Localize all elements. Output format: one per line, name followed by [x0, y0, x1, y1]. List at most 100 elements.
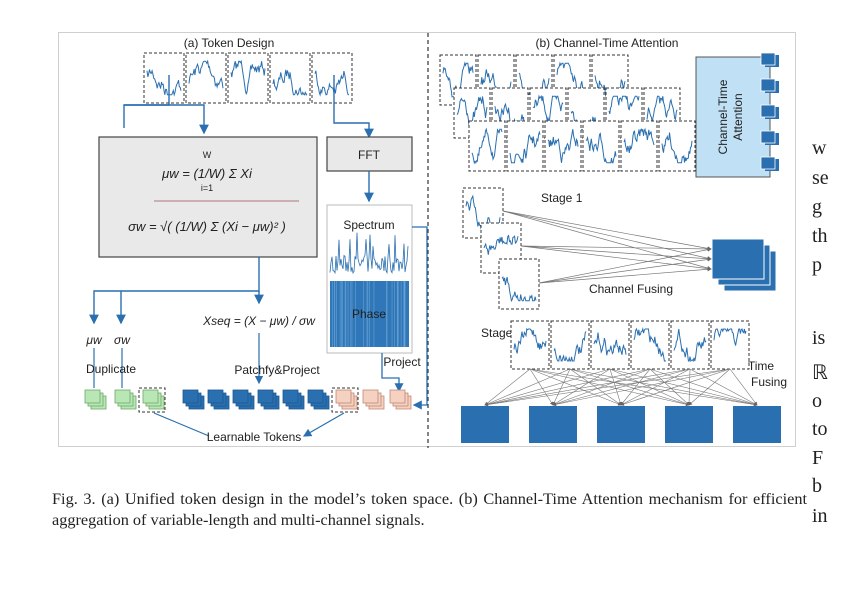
patchify-label: Patchfy&Project — [234, 363, 320, 377]
phase-stripe — [386, 281, 387, 347]
stage2-line-1-0 — [484, 368, 571, 406]
stage1-line-1-2 — [520, 245, 712, 271]
formula-std: σw = √( (1/W) Σ (Xi − μw)² ) — [128, 219, 286, 234]
attn-out-token-front — [760, 156, 776, 170]
stage2-window-3-trace — [593, 332, 627, 356]
stage2-line-3-0 — [484, 368, 651, 407]
stage1-line-0-2 — [502, 210, 712, 271]
time-fusing-line2: Fusing — [751, 375, 787, 389]
stage2-time-windows — [510, 320, 750, 370]
attn-out-token-front — [760, 52, 776, 66]
stage2-line-3-1 — [552, 368, 651, 406]
attn-window-r3-2-trace — [509, 130, 541, 164]
fused-block-front — [711, 238, 765, 280]
attn-window-r2-3-trace — [532, 94, 564, 122]
stage2-line-5-2 — [620, 368, 731, 406]
attn-out-token-front — [760, 78, 776, 92]
token-row — [84, 389, 412, 410]
phase-stripe — [397, 281, 399, 347]
phase-stripe — [367, 281, 369, 347]
panel-a-title: (a) Token Design — [184, 36, 275, 50]
stage2-line-5-0 — [484, 368, 731, 407]
stage2-line-0-0 — [484, 368, 531, 406]
stage2-line-5-1 — [552, 368, 731, 407]
pink-token-spectrum-layer — [335, 389, 352, 404]
stage2-window-1-frame — [510, 320, 550, 370]
stage2-line-1-2 — [569, 368, 622, 406]
phase-stripe — [355, 281, 356, 347]
stage2-window-2-frame — [550, 320, 590, 370]
stage1-line-2-2 — [538, 267, 712, 284]
phase-stripe — [347, 281, 349, 347]
phase-stripe — [394, 281, 395, 347]
patch-token-4-layer — [257, 389, 274, 404]
sigma-label: σw — [114, 333, 131, 347]
attn-out-token-front — [760, 104, 776, 118]
attn-window-r3-5-trace — [623, 127, 655, 153]
panel-b-title: (b) Channel-Time Attention — [536, 36, 679, 50]
attn-window-r3-2-frame — [506, 120, 544, 172]
phase-stripe — [350, 281, 352, 347]
selected-green-token-highlight — [138, 387, 166, 413]
stage2-window-1-trace — [513, 327, 547, 354]
stage2-line-4-3 — [687, 368, 691, 406]
time-fused-output-5 — [733, 406, 781, 443]
stage2-line-0-1 — [529, 368, 554, 406]
attn-window-r1-4-trace — [556, 61, 588, 98]
signal-window-1-trace — [146, 68, 182, 97]
stage2-window-4-trace — [633, 327, 666, 362]
duplicate-label: Duplicate — [86, 362, 136, 376]
stage1-window-3-trace — [501, 276, 537, 303]
stage1-label: Stage 1 — [541, 191, 583, 205]
stage2-window-6-frame — [710, 320, 750, 370]
attn-out-token-front — [760, 130, 776, 144]
signal-window-2-trace — [188, 59, 224, 89]
phase-stripe — [391, 281, 393, 347]
mu-label: μw — [85, 333, 103, 347]
phase-stripe — [342, 281, 343, 347]
arrow-spectrum-tokens — [412, 226, 428, 410]
phase-stripe — [344, 281, 346, 347]
attn-window-r3-1-trace — [471, 127, 503, 165]
phase-stripe — [366, 281, 368, 347]
attn-window-r3-4-trace — [585, 132, 617, 164]
phase-stripe — [373, 281, 375, 347]
channel-fusing-label: Channel Fusing — [589, 282, 673, 296]
side-text-line: in — [812, 505, 828, 527]
green-token-sigma-layer — [114, 389, 131, 404]
stage2-window-2-trace — [553, 331, 587, 362]
attn-window-r3-6-trace — [661, 132, 693, 164]
side-text-line: F — [812, 447, 824, 469]
phase-stripe — [336, 281, 337, 347]
signal-window-4-frame — [269, 52, 311, 104]
phase-stripe — [404, 281, 406, 347]
phase-stripe — [400, 281, 402, 347]
patch-token-1-layer — [182, 389, 199, 404]
phase-stripe — [341, 281, 342, 347]
side-text-line: g — [812, 196, 822, 218]
figure-caption: Fig. 3. (a) Unified token design in the … — [52, 489, 807, 529]
side-text-line: p — [812, 254, 822, 276]
phase-stripe — [403, 281, 405, 347]
phase-stripe — [332, 281, 333, 347]
stage1-window-2-trace — [483, 234, 519, 255]
stage2-line-3-2 — [620, 368, 651, 406]
side-text-line: is — [812, 327, 826, 349]
side-text-line: th — [812, 225, 828, 247]
stage1-line-1-1 — [520, 245, 712, 261]
time-fusing-line1: Time — [748, 359, 775, 373]
stage2-window-4-frame — [630, 320, 670, 370]
signal-window-4-trace — [272, 69, 308, 96]
stage1-line-0-1 — [502, 210, 712, 261]
arrow-phase-tokens — [381, 353, 404, 393]
attention-input-windows — [439, 54, 696, 172]
side-text-line: se — [812, 167, 829, 189]
signal-window-1-frame — [143, 52, 185, 104]
attn-window-r3-1-frame — [468, 120, 506, 172]
stage2-line-5-3 — [688, 368, 731, 406]
stage2-line-2-0 — [484, 368, 611, 406]
stage2-line-4-2 — [620, 368, 691, 406]
stage1-line-0-0 — [502, 210, 712, 251]
phase-stripe — [339, 281, 341, 347]
